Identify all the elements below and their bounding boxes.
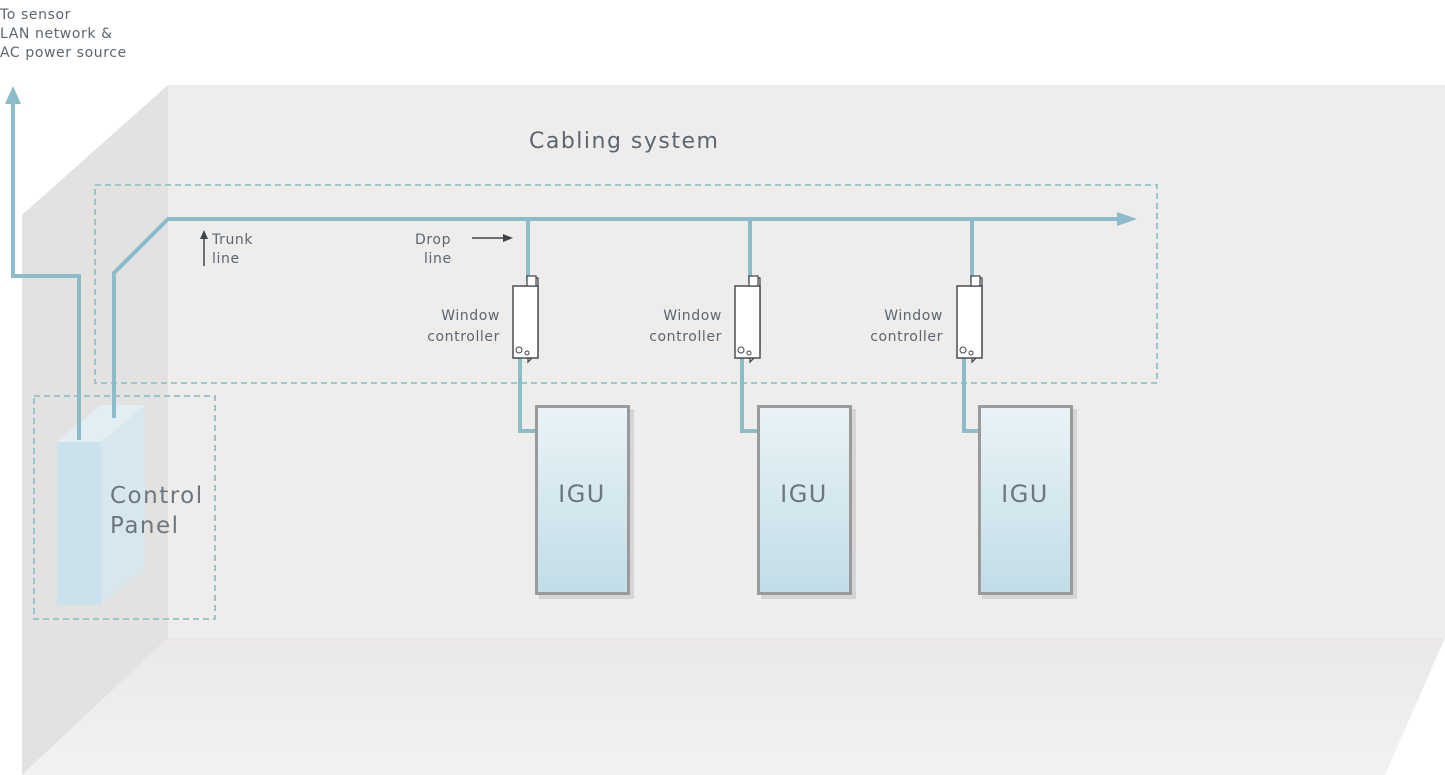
trunk-line-label-2: line — [212, 251, 240, 267]
window-controller-1-label-1: Window — [441, 308, 500, 324]
drop-indicator-arrow-icon — [503, 234, 513, 242]
igu-3 — [978, 405, 1077, 599]
cabling-system-title: Cabling system — [529, 129, 719, 154]
window-controller-3 — [956, 275, 983, 364]
igu-cable-1 — [518, 358, 536, 433]
control-panel-label-2: Panel — [110, 513, 180, 539]
trunk-arrow-icon — [1117, 212, 1137, 226]
igu-cable-3 — [962, 358, 980, 433]
igu-1-label: IGU — [558, 480, 606, 508]
trunk-line — [112, 217, 1120, 418]
trunk-line-label-1: Trunk — [211, 232, 253, 248]
window-controller-3-label-2: controller — [870, 329, 943, 345]
igu-1 — [535, 405, 634, 599]
control-panel-region — [33, 395, 216, 620]
source-cable — [11, 102, 81, 440]
source-label-line-3: AC power source — [0, 45, 127, 61]
source-label-line-1: To sensor — [0, 7, 71, 23]
control-panel-side — [101, 405, 145, 605]
window-controller-2-label-1: Window — [663, 308, 722, 324]
window-controller-1-label-2: controller — [427, 329, 500, 345]
window-controller-2-label-2: controller — [649, 329, 722, 345]
igu-cable-2 — [740, 358, 758, 433]
control-panel-label-1: Control — [110, 483, 204, 509]
window-controller-1 — [512, 275, 539, 364]
floor — [22, 638, 1445, 775]
igu-2-label: IGU — [780, 480, 828, 508]
source-arrow-icon — [5, 86, 21, 104]
igu-3-label: IGU — [1001, 480, 1049, 508]
trunk-indicator-arrow-icon — [200, 230, 208, 239]
window-controller-3-label-1: Window — [884, 308, 943, 324]
drop-line-label-2: line — [424, 251, 452, 267]
control-panel-front — [57, 442, 101, 605]
cabling-system-region — [94, 184, 1158, 384]
source-label-line-2: LAN network & — [0, 26, 113, 42]
window-controller-2 — [734, 275, 761, 364]
drop-line-label-1: Drop — [415, 232, 451, 248]
igu-2 — [757, 405, 856, 599]
